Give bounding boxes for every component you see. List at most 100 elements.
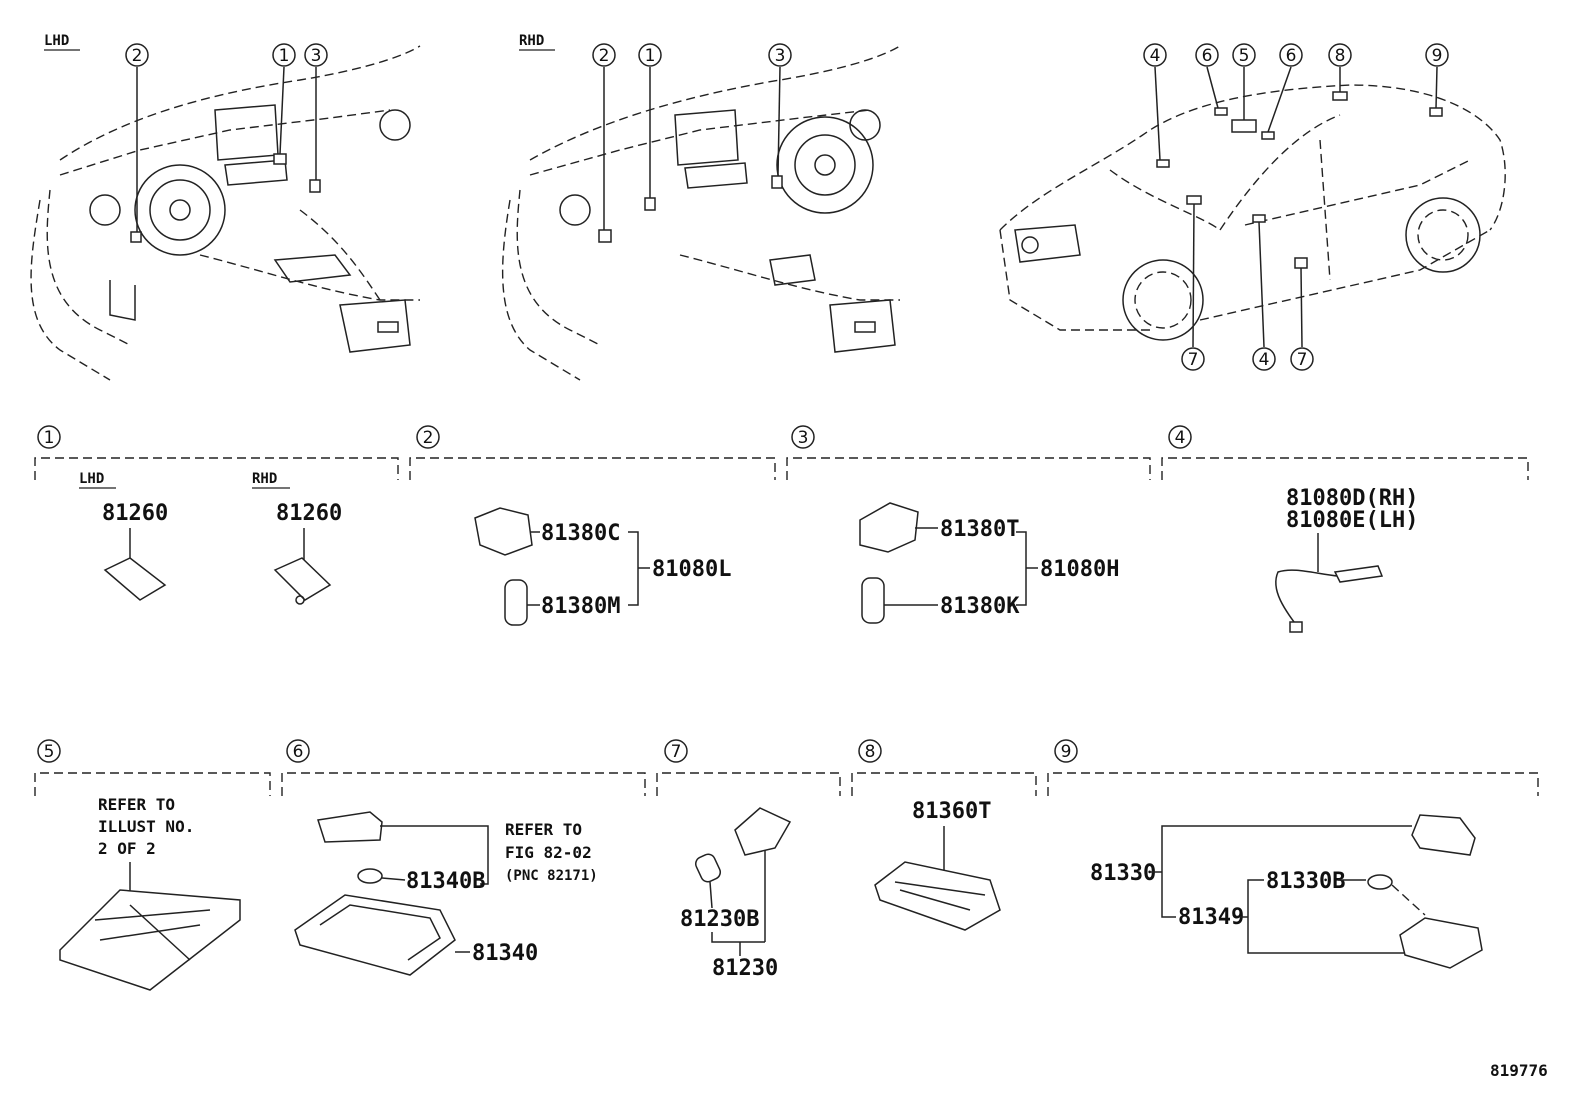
- part-81380K: 81380K: [940, 594, 1020, 619]
- svg-text:4: 4: [1150, 46, 1161, 66]
- section-6-note-line3: (PNC 82171): [505, 868, 598, 884]
- car-callout-6-right: 6: [1279, 43, 1303, 67]
- svg-text:9: 9: [1432, 46, 1443, 66]
- lhd-callout-2: 2: [125, 43, 149, 67]
- svg-text:9: 9: [1061, 742, 1072, 762]
- section-1-number: 1: [37, 425, 61, 449]
- part-81260-rhd: 81260: [276, 501, 342, 526]
- svg-text:7: 7: [671, 742, 682, 762]
- section-8: 8 81360T: [858, 739, 1001, 931]
- bulb-81230B-shape: [694, 853, 722, 883]
- svg-text:6: 6: [293, 742, 304, 762]
- part-81260-lhd: 81260: [102, 501, 168, 526]
- svg-text:4: 4: [1175, 428, 1186, 448]
- lhd-callout-3: 3: [304, 43, 328, 67]
- section-5-number: 5: [37, 739, 61, 763]
- section-5: 5 REFER TO ILLUST NO. 2 OF 2: [37, 739, 241, 991]
- section-3-number: 3: [791, 425, 815, 449]
- bulb-81330B-shape: [1367, 874, 1393, 890]
- car-illustration: 4 6 5 6 8 9 7 4: [999, 43, 1506, 371]
- socket-82171-shape: [317, 811, 383, 843]
- section-6-note-line1: REFER TO: [505, 820, 582, 839]
- svg-text:1: 1: [645, 46, 656, 66]
- svg-text:5: 5: [1239, 46, 1250, 66]
- bulb-81380M-shape: [504, 579, 528, 626]
- svg-text:1: 1: [44, 428, 55, 448]
- sensor-81260-lhd-shape: [103, 557, 167, 601]
- part-81080L: 81080L: [652, 557, 731, 582]
- car-callout-5: 5: [1232, 43, 1256, 67]
- row2-brackets: [34, 457, 1529, 480]
- map-lamp-console-shape: [59, 889, 241, 991]
- socket-81380T-shape: [859, 502, 919, 553]
- svg-text:6: 6: [1286, 46, 1297, 66]
- section-5-note-line2: ILLUST NO.: [98, 817, 194, 836]
- svg-text:3: 3: [775, 46, 786, 66]
- section-9-number: 9: [1054, 739, 1078, 763]
- part-81080H: 81080H: [1040, 557, 1119, 582]
- svg-text:2: 2: [423, 428, 434, 448]
- svg-text:7: 7: [1297, 350, 1308, 370]
- socket-81230-shape: [734, 807, 792, 856]
- section-1-rhd-label: RHD: [252, 471, 277, 487]
- rhd-dashboard-illustration: RHD 2 1 3: [501, 33, 901, 381]
- lhd-callout-1: 1: [272, 43, 296, 67]
- car-callout-8: 8: [1328, 43, 1352, 67]
- section-3: 3 81380T 81380K 81080H: [791, 425, 1119, 624]
- section-1: 1 LHD RHD 81260 81260: [37, 425, 342, 605]
- sensor-81260-rhd-shape: [273, 557, 332, 601]
- section-7-number: 7: [664, 739, 688, 763]
- section-5-note-line3: 2 OF 2: [98, 839, 156, 858]
- part-81380C: 81380C: [541, 521, 620, 546]
- part-81330B: 81330B: [1266, 869, 1345, 894]
- car-callout-6-left: 6: [1195, 43, 1219, 67]
- rhd-callout-2: 2: [592, 43, 616, 67]
- section-2: 2 81380C 81380M 81080L: [416, 425, 731, 626]
- part-81380M: 81380M: [541, 594, 620, 619]
- section-9: 9 81330 81349 81330B: [1054, 739, 1483, 969]
- section-5-note-line1: REFER TO: [98, 795, 175, 814]
- svg-text:3: 3: [798, 428, 809, 448]
- cover-81330-shape: [1411, 814, 1476, 856]
- part-81330: 81330: [1090, 861, 1156, 886]
- car-callout-7-left: 7: [1181, 347, 1205, 371]
- section-4-number: 4: [1168, 425, 1192, 449]
- socket-81380C-shape: [474, 507, 533, 556]
- svg-text:6: 6: [1202, 46, 1213, 66]
- illustration-id: 819776: [1490, 1061, 1548, 1080]
- svg-text:8: 8: [865, 742, 876, 762]
- row3-brackets: [34, 772, 1539, 796]
- section-6: 6 REFER TO FIG 82-02 (PNC 82171) 81340B …: [286, 739, 598, 976]
- part-81340B: 81340B: [406, 869, 485, 894]
- svg-text:2: 2: [599, 46, 610, 66]
- part-81230: 81230: [712, 956, 778, 981]
- lamp-81360T-shape: [874, 861, 1001, 931]
- car-callout-7-right: 7: [1290, 347, 1314, 371]
- section-8-number: 8: [858, 739, 882, 763]
- part-81340: 81340: [472, 941, 538, 966]
- rhd-callout-3: 3: [768, 43, 792, 67]
- section-6-number: 6: [286, 739, 310, 763]
- bulb-81340B-shape: [357, 868, 383, 884]
- section-2-number: 2: [416, 425, 440, 449]
- section-6-note-line2: FIG 82-02: [505, 843, 592, 862]
- svg-text:5: 5: [44, 742, 55, 762]
- lamp-wire-81080-shape: [1275, 569, 1361, 631]
- part-81080E-lh: 81080E(LH): [1286, 508, 1418, 533]
- svg-text:1: 1: [279, 46, 290, 66]
- svg-text:4: 4: [1259, 350, 1270, 370]
- part-81080D-rh: 81080D(RH): [1286, 486, 1418, 511]
- svg-text:2: 2: [132, 46, 143, 66]
- car-callout-4-bottom: 4: [1252, 347, 1276, 371]
- part-81360T: 81360T: [912, 799, 991, 824]
- rhd-callout-1: 1: [638, 43, 662, 67]
- svg-text:3: 3: [311, 46, 322, 66]
- part-81380T: 81380T: [940, 517, 1019, 542]
- housing-81349-shape: [1399, 917, 1483, 969]
- rhd-label: RHD: [519, 33, 544, 49]
- section-1-lhd-label: LHD: [79, 471, 104, 487]
- part-81230B: 81230B: [680, 907, 759, 932]
- lhd-label: LHD: [44, 33, 69, 49]
- svg-text:8: 8: [1335, 46, 1346, 66]
